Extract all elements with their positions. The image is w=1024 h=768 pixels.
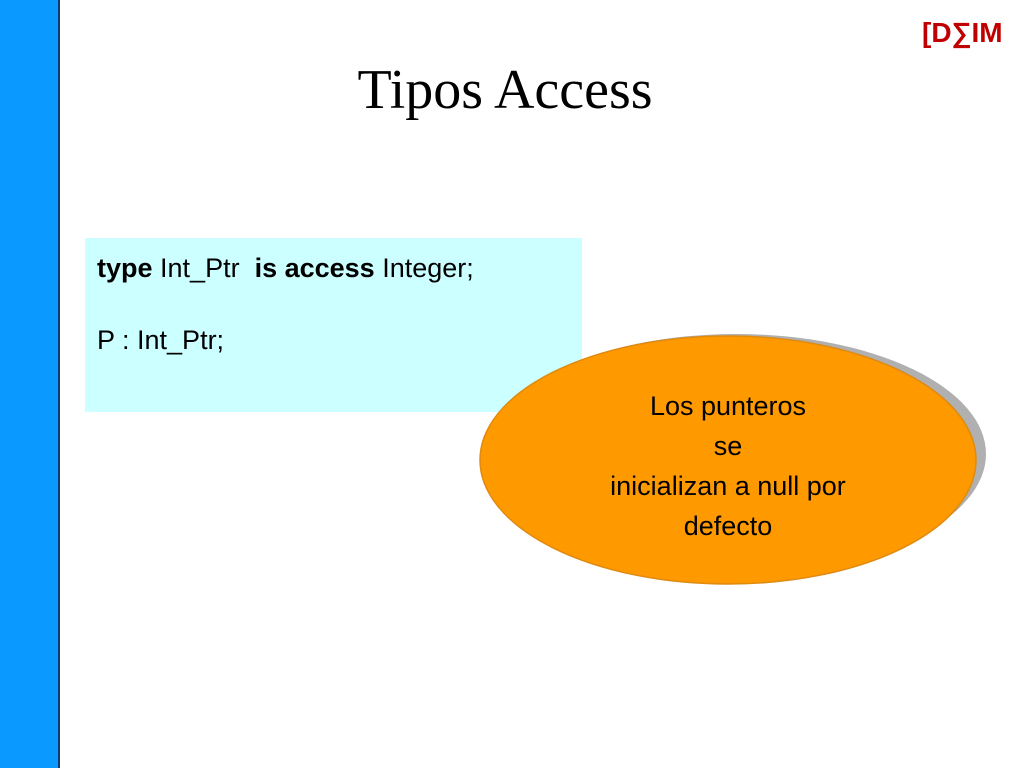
callout-line-3: inicializan a null por bbox=[610, 471, 846, 501]
code-line-type-decl: type Int_Ptr is access Integer; bbox=[97, 250, 582, 286]
side-bar bbox=[0, 0, 60, 768]
type-name: Int_Ptr bbox=[152, 253, 255, 283]
logo-dsim: [D∑IM] bbox=[922, 17, 1002, 49]
logo-text: [D∑IM] bbox=[922, 17, 1002, 49]
callout-shape bbox=[479, 334, 986, 585]
callout-line-1: Los punteros bbox=[649, 391, 807, 421]
callout-line-4: defecto bbox=[683, 511, 773, 541]
callout-fill bbox=[479, 335, 977, 585]
keyword-type: type bbox=[97, 253, 153, 283]
type-target: Integer; bbox=[374, 253, 474, 283]
keyword-is-access: is access bbox=[254, 253, 375, 283]
slide-title: Tipos Access bbox=[357, 59, 653, 121]
callout-text: Los punteros se inicializan a null por d… bbox=[558, 386, 898, 546]
callout-line-2: se bbox=[713, 431, 743, 461]
code-box: type Int_Ptr is access Integer; P : Int_… bbox=[85, 238, 582, 412]
code-line-var-decl: P : Int_Ptr; bbox=[97, 325, 225, 355]
callout-ellipse: Los punteros se inicializan a null por d… bbox=[478, 330, 988, 586]
